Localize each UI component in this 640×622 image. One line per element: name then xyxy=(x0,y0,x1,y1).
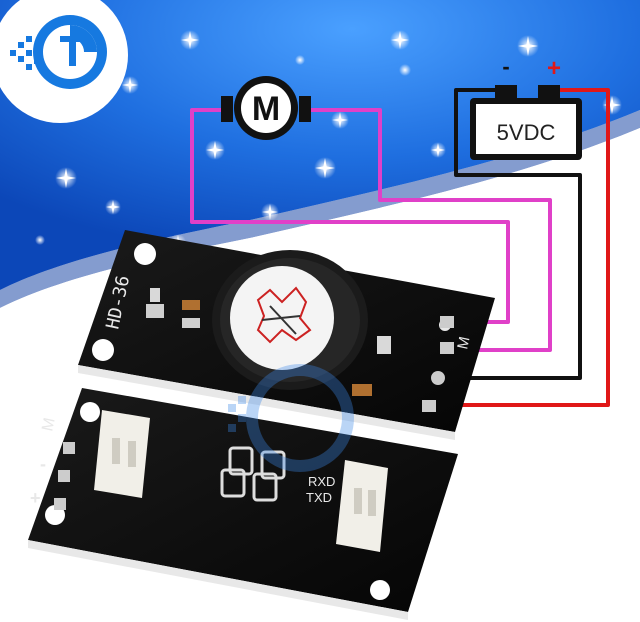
brand-logo xyxy=(0,0,128,123)
magenta-wire-right xyxy=(300,108,552,352)
star xyxy=(295,55,305,65)
motor-label: M xyxy=(252,90,280,128)
star xyxy=(341,241,359,259)
battery-minus-label: - xyxy=(502,54,509,79)
bottom-pcb-board: M - + RXD TXD xyxy=(28,388,458,620)
battery-label: 5VDC xyxy=(497,120,556,145)
jst-connector-right xyxy=(336,460,388,552)
star xyxy=(205,140,225,160)
battery-plus-label: + xyxy=(547,55,561,82)
star xyxy=(399,64,411,76)
watermark-logo xyxy=(228,364,354,472)
rxd-label: RXD xyxy=(308,474,335,489)
magenta-wire-left xyxy=(190,108,510,324)
star xyxy=(121,76,139,94)
red-wire xyxy=(440,88,610,407)
star xyxy=(517,35,539,57)
battery-symbol: 5VDC - + xyxy=(470,54,582,160)
star xyxy=(180,30,200,50)
star xyxy=(461,225,475,239)
wires xyxy=(190,88,610,407)
star xyxy=(314,157,336,179)
star xyxy=(602,95,622,115)
star xyxy=(105,199,121,215)
top-pcb-board: HD-36 M xyxy=(78,230,495,440)
black-wire xyxy=(440,88,582,380)
star xyxy=(55,167,77,189)
pin-label-minus: - xyxy=(40,454,46,474)
sky-background xyxy=(0,0,640,308)
white-swoosh xyxy=(0,128,640,330)
star xyxy=(331,111,349,129)
board-pin-label: M xyxy=(454,335,473,351)
pin-label-plus: + xyxy=(30,488,41,508)
pin-label-m: M xyxy=(39,416,58,433)
motor-symbol: M xyxy=(221,76,311,140)
star xyxy=(430,142,446,158)
txd-label: TXD xyxy=(306,490,332,505)
star xyxy=(390,30,410,50)
jst-connector-left xyxy=(94,410,150,498)
star xyxy=(35,235,45,245)
star xyxy=(261,203,279,221)
